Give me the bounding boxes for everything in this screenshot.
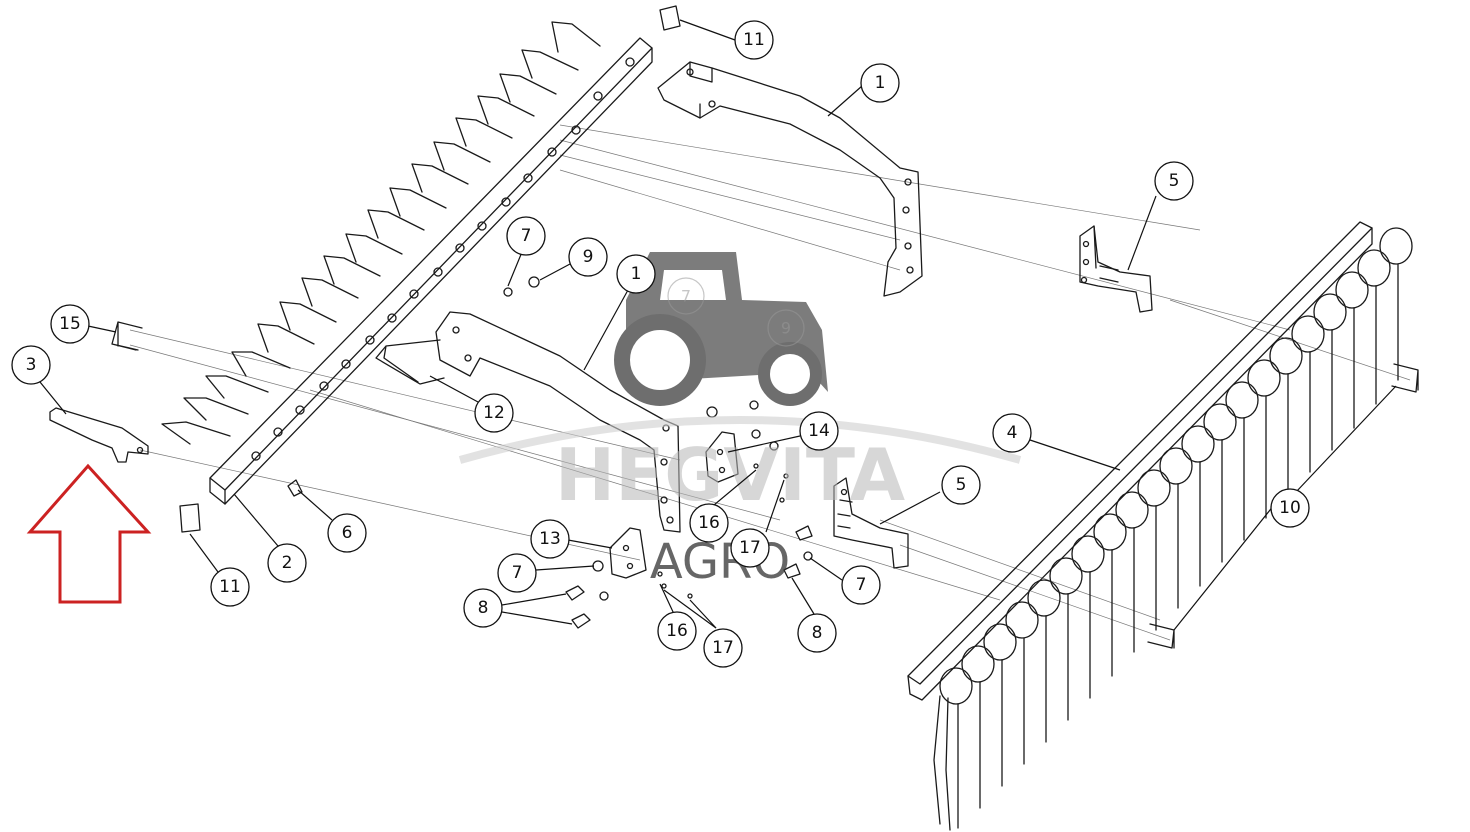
- callout-8-left: 8: [463, 588, 503, 628]
- callout-12: 12: [474, 393, 514, 433]
- callout-16-upper: 16: [689, 503, 729, 543]
- svg-text:17: 17: [739, 538, 761, 558]
- svg-text:14: 14: [808, 421, 830, 441]
- callout-13: 13: [530, 519, 570, 559]
- part-2-tine-bar: [161, 21, 653, 505]
- callout-1-lower: 1: [616, 254, 656, 294]
- watermark-callout-9: 9: [781, 319, 791, 338]
- svg-text:1: 1: [631, 264, 642, 284]
- svg-text:6: 6: [342, 523, 353, 543]
- callout-3: 3: [11, 345, 51, 385]
- callout-6: 6: [327, 513, 367, 553]
- svg-text:7: 7: [512, 563, 523, 583]
- part-4-spring-tine-bar: [907, 221, 1413, 831]
- part-12-u-bolt: [375, 339, 445, 385]
- callout-8-right: 8: [797, 613, 837, 653]
- watermark-line2: AGRO: [650, 534, 790, 590]
- part-10-clamp-lower: [1147, 623, 1175, 649]
- svg-text:13: 13: [539, 529, 561, 549]
- assembly-guide-lines: [129, 124, 1411, 641]
- callout-14: 14: [799, 411, 839, 451]
- svg-text:7: 7: [856, 575, 867, 595]
- svg-text:16: 16: [666, 621, 688, 641]
- svg-text:9: 9: [583, 247, 594, 267]
- callout-7-right: 7: [841, 565, 881, 605]
- callout-1-upper: 1: [860, 63, 900, 103]
- svg-text:11: 11: [743, 30, 765, 50]
- callout-16-lower: 16: [657, 611, 697, 651]
- watermark-line1: HEGVITA: [555, 433, 906, 517]
- svg-text:17: 17: [712, 638, 734, 658]
- svg-text:4: 4: [1007, 423, 1018, 443]
- svg-text:7: 7: [521, 226, 532, 246]
- svg-text:8: 8: [478, 598, 489, 618]
- part-13-plate: [609, 527, 647, 579]
- part-3-lever: [49, 407, 149, 463]
- tractor-icon: [614, 252, 828, 406]
- svg-text:11: 11: [219, 577, 241, 597]
- svg-text:8: 8: [812, 623, 823, 643]
- callout-7-upper: 7: [506, 216, 546, 256]
- svg-text:10: 10: [1279, 498, 1301, 518]
- callout-7-left: 7: [497, 553, 537, 593]
- part-14-plate: [705, 431, 739, 483]
- leader-lines: [39, 19, 1397, 631]
- part-10-clamp-upper: [1391, 363, 1419, 393]
- callout-4: 4: [992, 413, 1032, 453]
- watermark-callout-7: 7: [681, 287, 691, 306]
- callout-2: 2: [267, 543, 307, 583]
- part-5-bracket-upper: [1079, 225, 1153, 313]
- svg-text:12: 12: [483, 403, 505, 423]
- callout-11-top: 11: [734, 20, 774, 60]
- part-1-arm-lower: [435, 311, 681, 533]
- part-11-end-cap-bottom: [179, 503, 201, 533]
- callout-5-lower: 5: [941, 465, 981, 505]
- callout-9-upper: 9: [568, 237, 608, 277]
- callout-15: 15: [50, 304, 90, 344]
- fasteners: [287, 276, 813, 629]
- svg-text:1: 1: [875, 73, 886, 93]
- part-11-end-cap-top: [659, 5, 681, 31]
- svg-text:2: 2: [282, 553, 293, 573]
- svg-text:16: 16: [698, 513, 720, 533]
- direction-arrow-icon: [26, 463, 152, 604]
- callout-10: 10: [1270, 488, 1310, 528]
- svg-text:3: 3: [26, 355, 37, 375]
- callout-11-bottom: 11: [210, 567, 250, 607]
- callout-5-upper: 5: [1154, 161, 1194, 201]
- watermark: HEGVITA AGRO 7 9: [458, 252, 1022, 590]
- callouts: 11 1 5 7 9 1 15 3 12 14 4 10 2 6 11 13 7…: [11, 20, 1310, 668]
- svg-text:15: 15: [59, 314, 81, 334]
- part-5-bracket-lower: [833, 477, 909, 569]
- part-15-clamp: [111, 321, 143, 351]
- svg-text:5: 5: [1169, 171, 1180, 191]
- part-1-arm-upper: [657, 61, 923, 297]
- callout-17-lower: 17: [703, 628, 743, 668]
- callout-17-upper: 17: [730, 528, 770, 568]
- svg-text:5: 5: [956, 475, 967, 495]
